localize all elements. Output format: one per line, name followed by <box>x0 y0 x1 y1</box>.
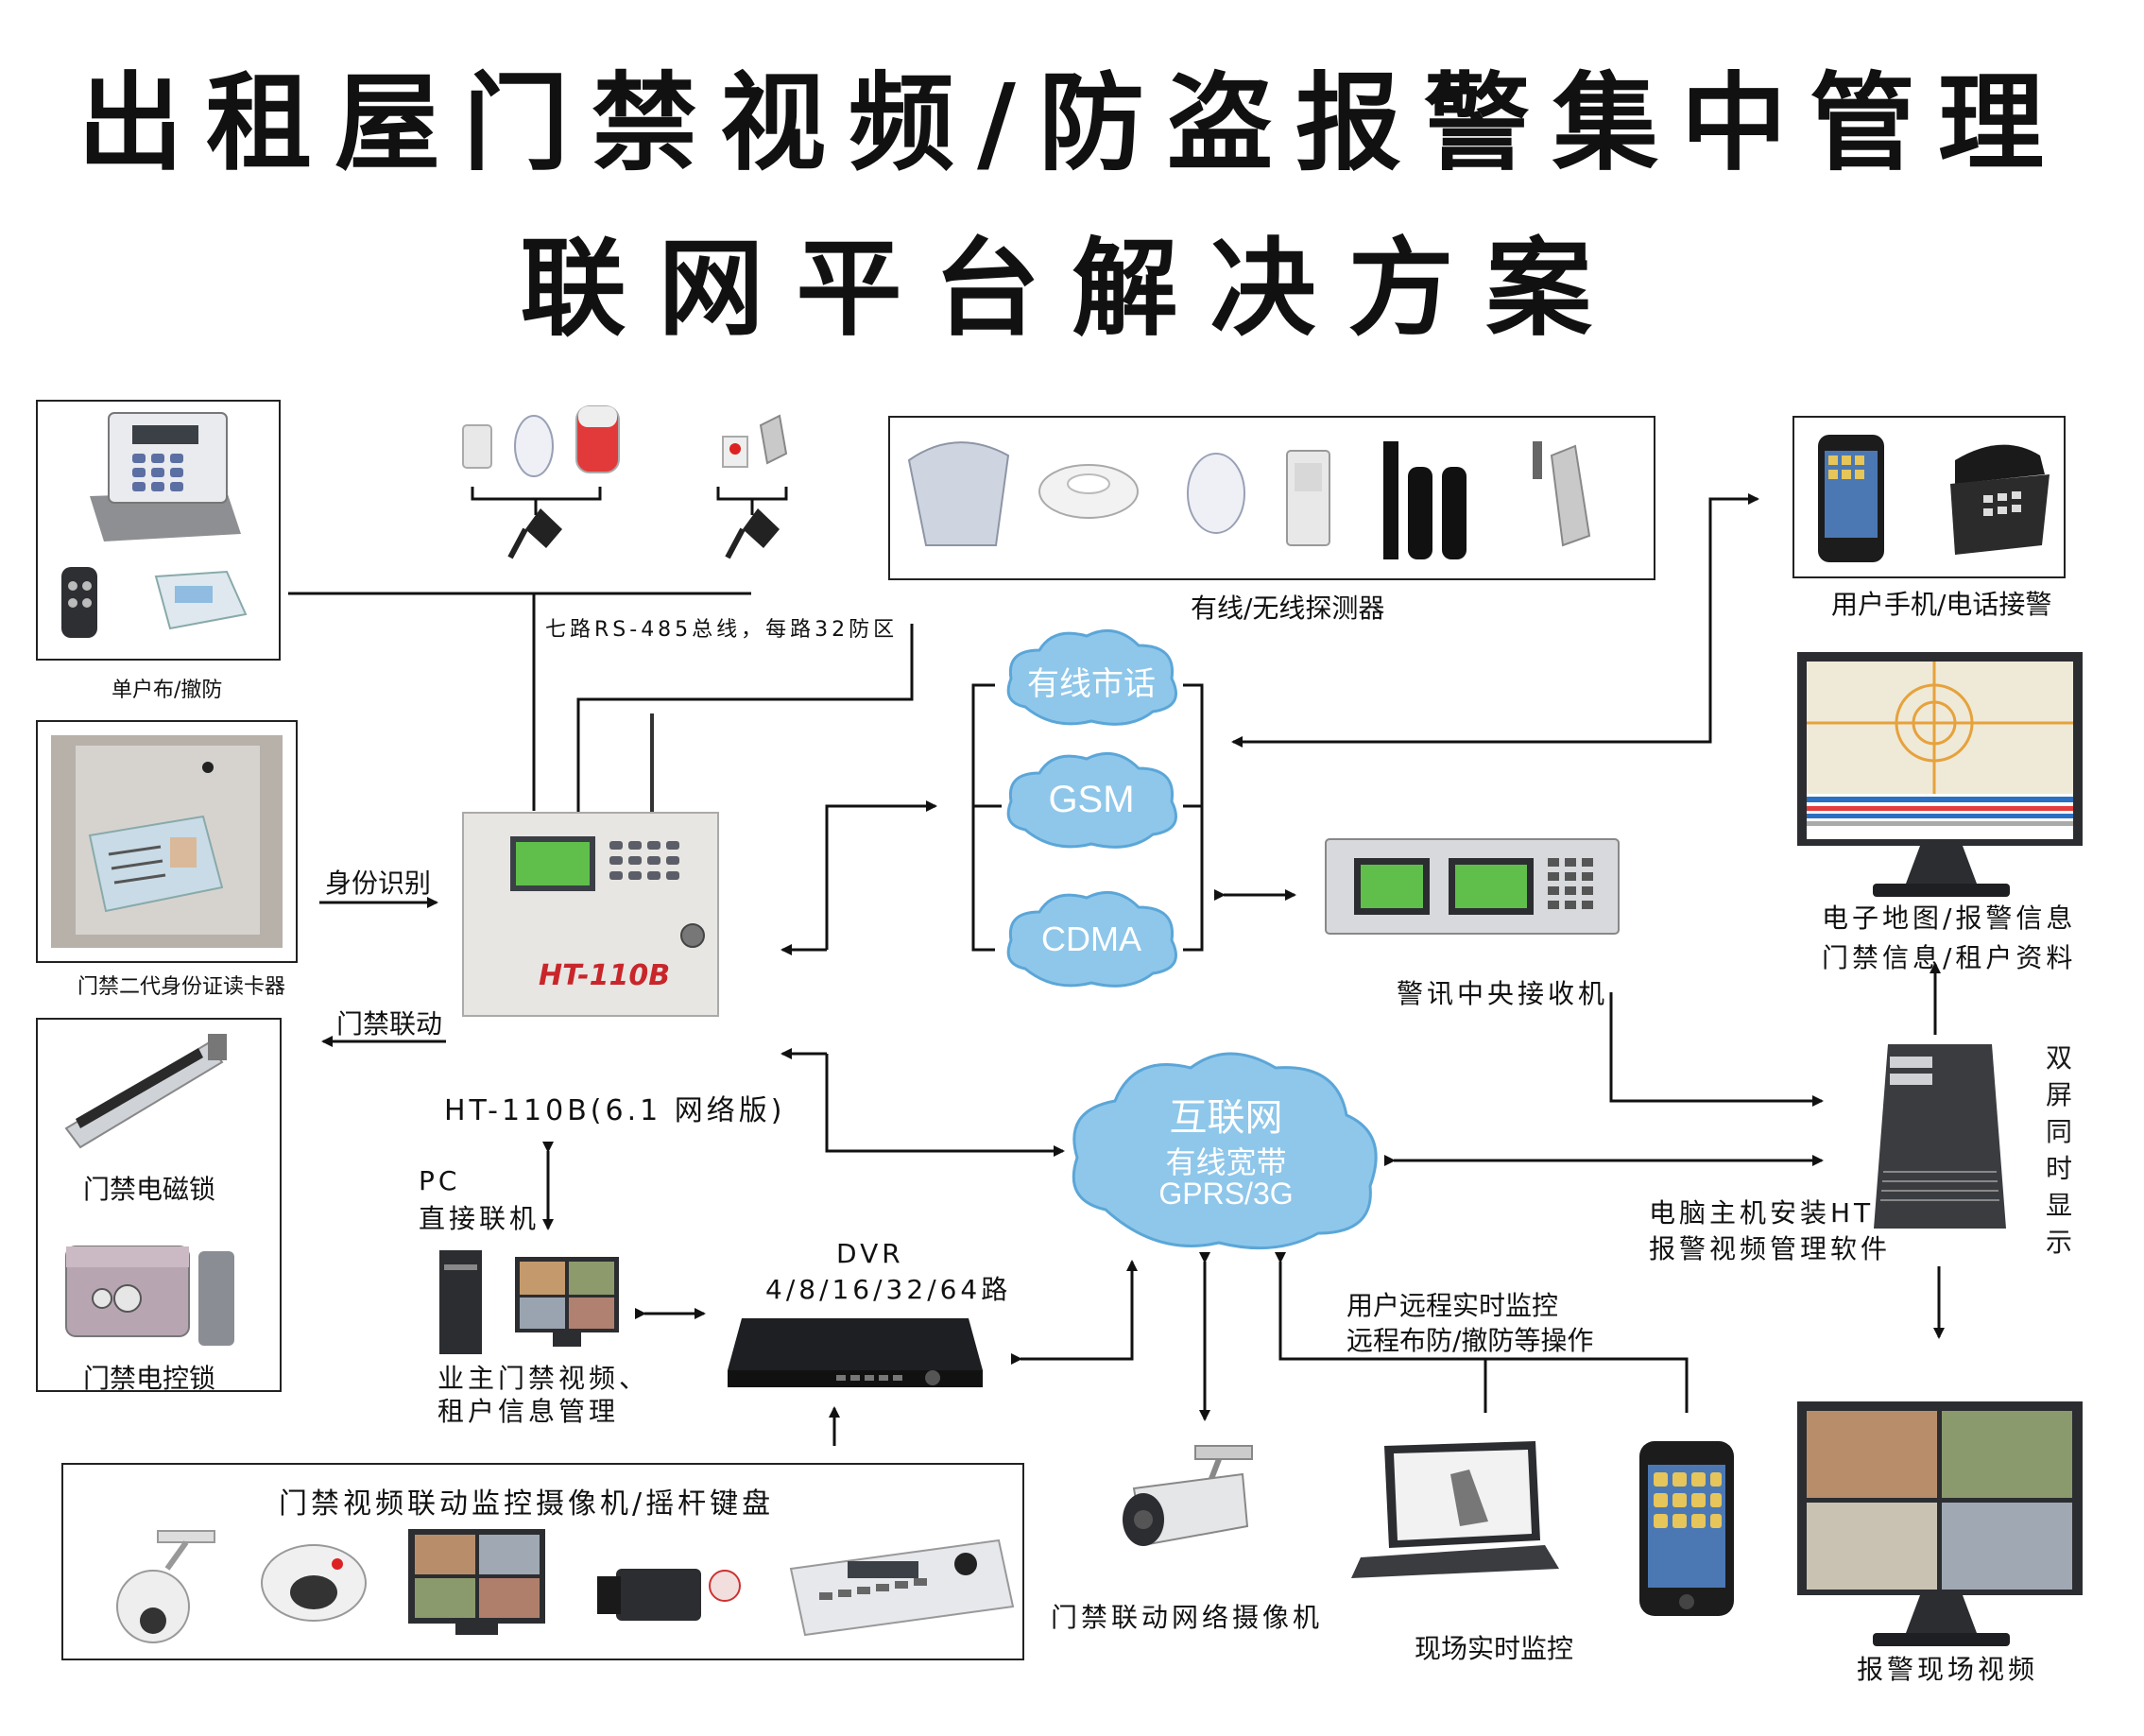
camera-devices-icon <box>116 1529 1015 1643</box>
cloud-gsm-text: GSM <box>1048 779 1135 820</box>
internet-line2: GPRS/3G <box>1158 1177 1294 1211</box>
detectors-box <box>888 416 1655 580</box>
user-phone-box <box>1792 416 2066 578</box>
id-reader-label: 门禁二代身份证读卡器 <box>77 975 286 999</box>
bus-detectors-icon <box>462 405 788 559</box>
keypad-icon <box>61 412 248 638</box>
id-card-reader-icon <box>51 735 283 948</box>
pc-direct-label-line2: 直接联机 <box>419 1203 540 1234</box>
camera-box-title: 门禁视频联动监控摄像机/摇杆键盘 <box>279 1487 775 1521</box>
pc-host-tower-icon <box>1874 1044 2006 1229</box>
map-monitor-icon <box>1797 652 2083 897</box>
pc-host-label-line1: 电脑主机安装HT <box>1649 1197 1875 1229</box>
mobile-and-desk-phone-icon <box>1818 435 2050 562</box>
central-receiver-icon <box>1325 838 1620 935</box>
alarm-video-monitor-icon <box>1797 1401 2083 1646</box>
host-model-badge: HT-110B <box>539 959 671 992</box>
locks-box: 门禁电磁锁 门禁电控锁 <box>36 1018 282 1394</box>
camera-keyboard-box: 门禁视频联动监控摄像机/摇杆键盘 <box>61 1463 1024 1660</box>
alarm-host-panel <box>462 713 719 1017</box>
cloud-internet: 互联网 有线宽带 GPRS/3G <box>1063 1040 1389 1257</box>
single-arm-label: 单户布/撤防 <box>111 679 223 702</box>
map-label-line1: 电子地图/报警信息 <box>1822 902 2077 934</box>
map-label-line2: 门禁信息/租户资料 <box>1822 942 2077 973</box>
cloud-icon <box>1072 1052 1378 1250</box>
elec-lock-label: 门禁电控锁 <box>83 1363 216 1394</box>
pc-host-label-line2: 报警视频管理软件 <box>1649 1233 1892 1264</box>
dvr-label-line1: DVR <box>836 1238 904 1269</box>
dual-screen-label: 双屏同时显示 <box>2045 1042 2072 1258</box>
owner-pc-icon <box>439 1250 619 1354</box>
remote-label-line2: 远程布防/撤防等操作 <box>1346 1325 1594 1356</box>
internet-line1: 有线宽带 <box>1165 1145 1287 1179</box>
door-link-label: 门禁联动 <box>336 1008 443 1040</box>
magnetic-lock-icon <box>64 1034 227 1149</box>
main-title-line2: 联网平台解决方案 <box>520 228 1624 351</box>
detectors-label: 有线/无线探测器 <box>1191 593 1385 624</box>
single-arm-box <box>36 400 281 661</box>
cloud-icon <box>1006 890 1177 988</box>
user-phone-label: 用户手机/电话接警 <box>1831 589 2052 620</box>
rs485-label: 七路RS-485总线，每路32防区 <box>545 618 899 642</box>
id-reader-box <box>36 720 298 963</box>
cloud-cdma-text: CDMA <box>1041 920 1141 958</box>
alarm-video-label: 报警现场视频 <box>1857 1654 2039 1685</box>
cloud-gsm: GSM <box>997 745 1186 858</box>
remote-label-line1: 用户远程实时监控 <box>1346 1290 1559 1321</box>
cloud-cdma: CDMA <box>997 884 1186 997</box>
main-title-line1: 出租屋门禁视频/防盗报警集中管理 <box>77 62 2067 185</box>
laptop-icon <box>1351 1441 1559 1578</box>
smartphone-icon <box>1639 1441 1734 1616</box>
network-camera-icon <box>1123 1445 1253 1547</box>
host-name-label: HT-110B(6.1 网络版) <box>444 1094 786 1127</box>
dvr-icon <box>728 1318 983 1387</box>
cloud-pstn-text: 有线市话 <box>1027 666 1156 702</box>
owner-label-line2: 租户信息管理 <box>437 1396 620 1427</box>
dvr-label-line2: 4/8/16/32/64路 <box>765 1274 1012 1305</box>
cloud-icon <box>1006 751 1177 849</box>
em-lock-label: 门禁电磁锁 <box>83 1174 216 1205</box>
pc-direct-label-line1: PC <box>419 1165 461 1196</box>
internet-title: 互联网 <box>1169 1097 1283 1139</box>
electric-lock-icon <box>65 1246 234 1346</box>
identity-label: 身份识别 <box>325 868 432 899</box>
onsite-label: 现场实时监控 <box>1415 1633 1574 1664</box>
receiver-label: 警讯中央接收机 <box>1397 978 1609 1009</box>
cloud-pstn: 有线市话 <box>997 622 1186 735</box>
cloud-icon <box>1006 628 1177 726</box>
net-camera-label: 门禁联动网络摄像机 <box>1051 1602 1324 1633</box>
owner-label-line1: 业主门禁视频、 <box>437 1363 650 1394</box>
detectors-icon <box>907 441 1591 559</box>
